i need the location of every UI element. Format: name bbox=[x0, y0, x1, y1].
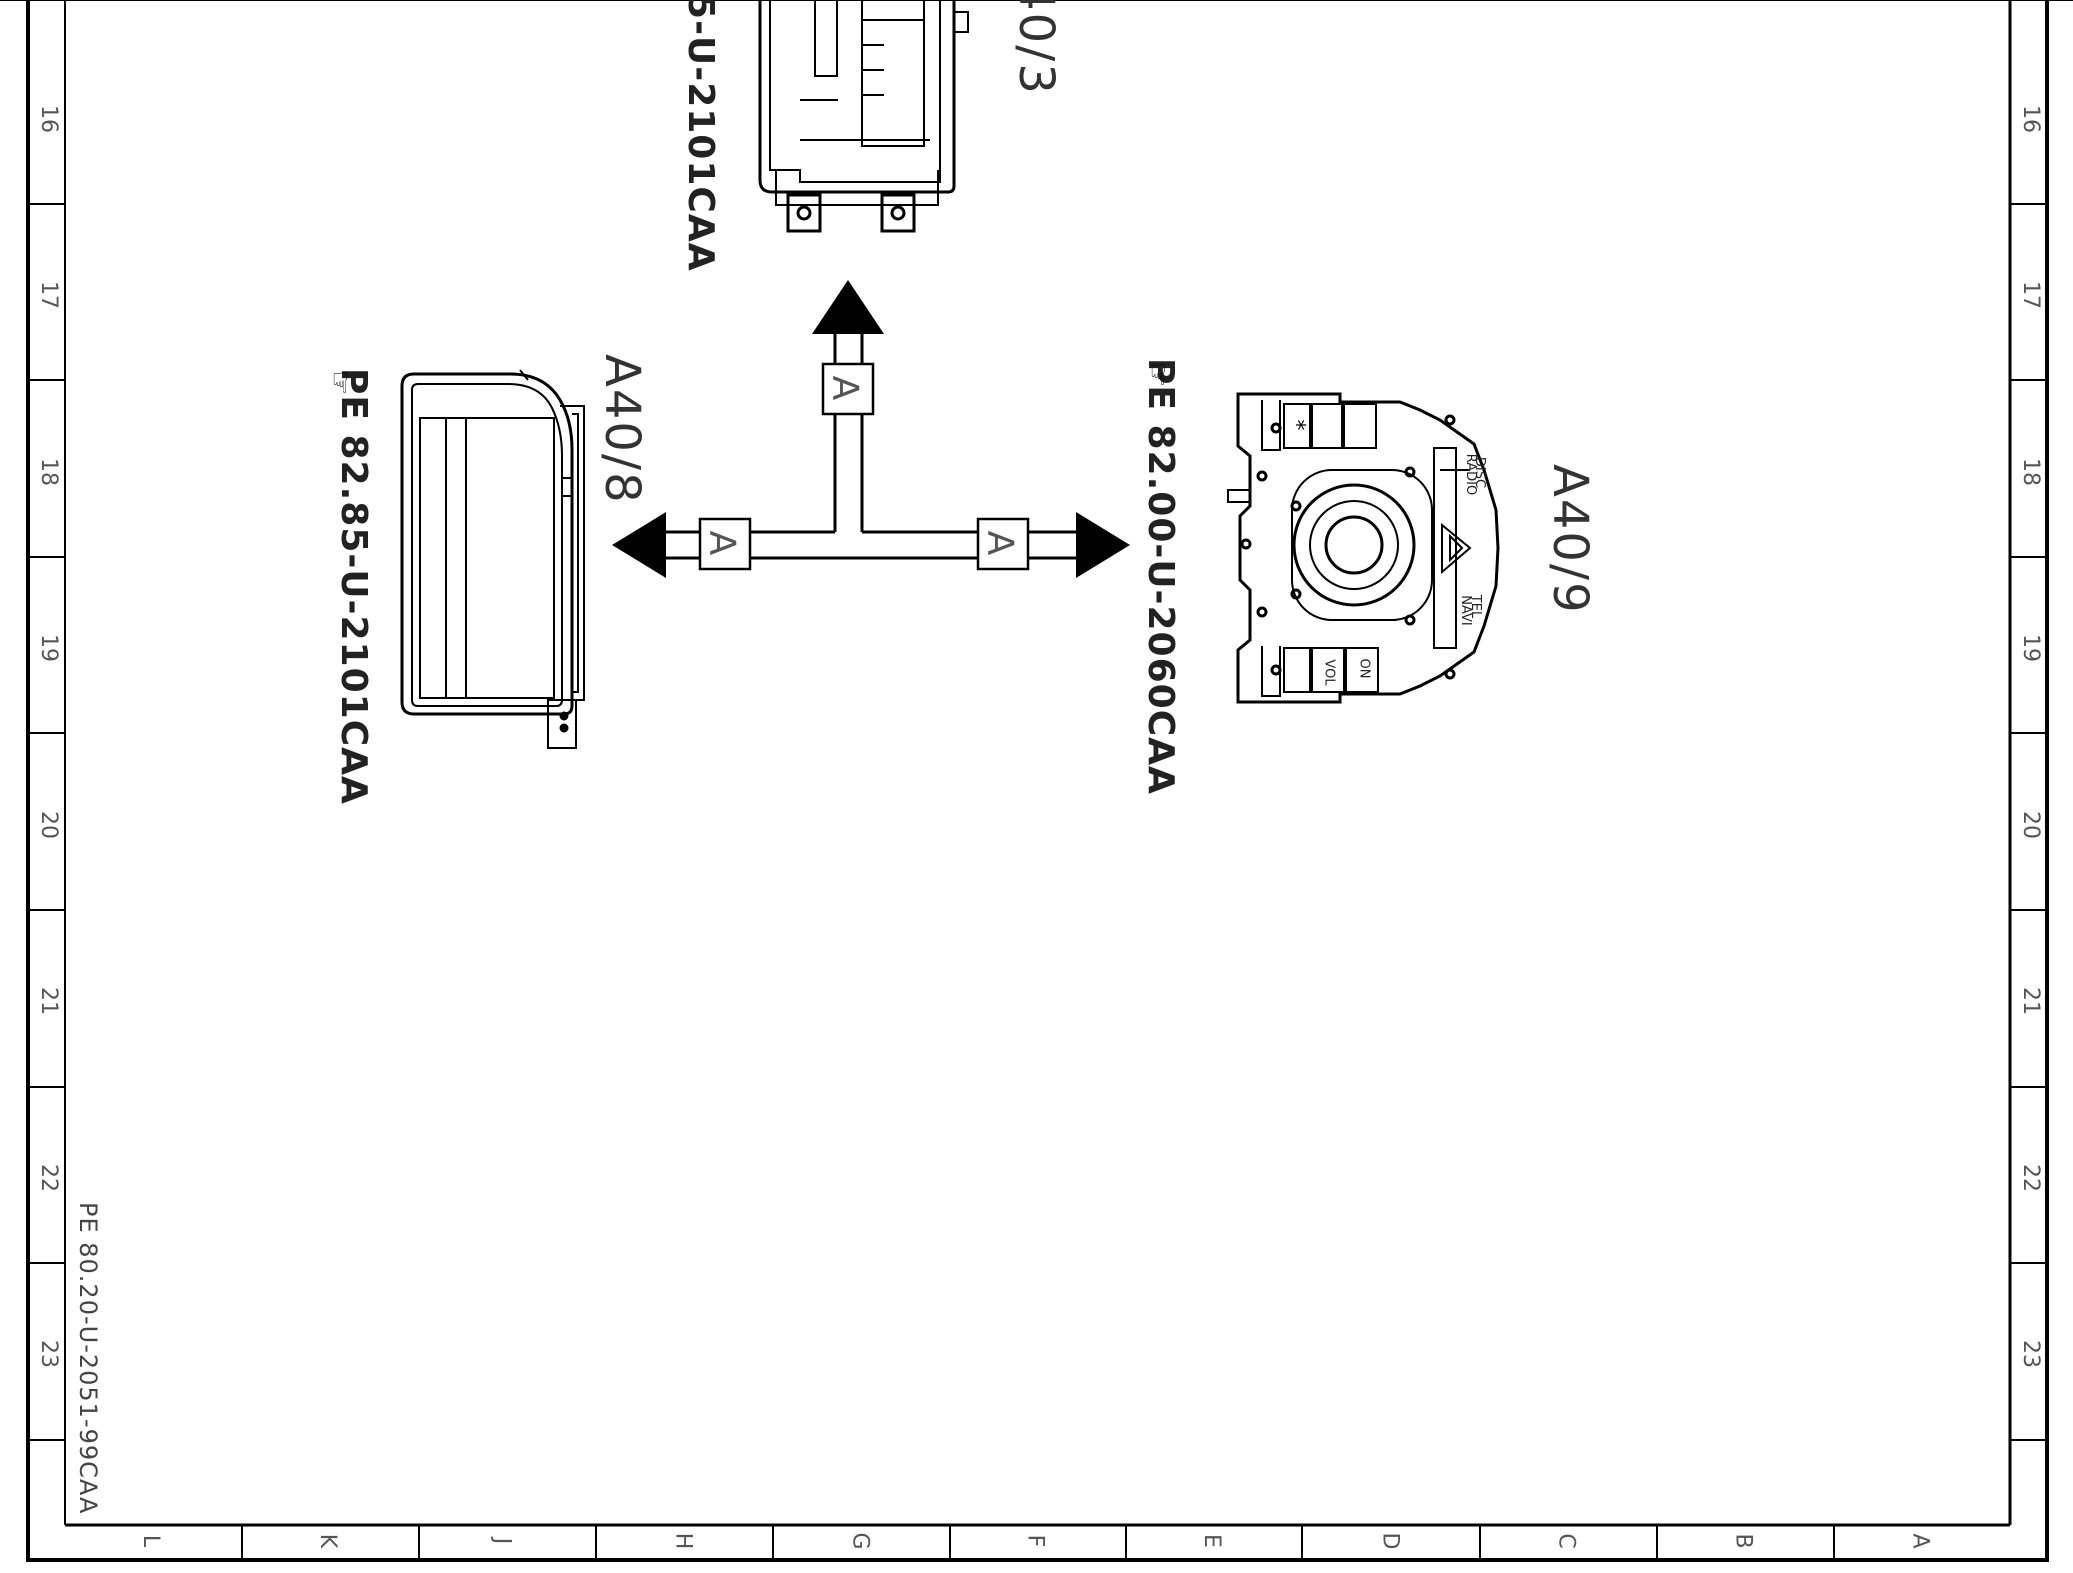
component-top-id: 40/3 bbox=[1007, 0, 1064, 96]
col-label-H: H bbox=[670, 1532, 696, 1550]
tag-box-top bbox=[821, 362, 875, 416]
col-label-D: D bbox=[1377, 1532, 1403, 1550]
col-label-J: J bbox=[489, 1537, 515, 1545]
panel-label-on: ON bbox=[1356, 658, 1372, 679]
row-label-17-left: 17 bbox=[36, 281, 61, 309]
component-top-ref: 85-U-2101CAA bbox=[680, 0, 721, 272]
connector-tag-left: A bbox=[701, 530, 743, 556]
connector-tags bbox=[698, 362, 1030, 571]
arrow-up bbox=[812, 280, 884, 334]
outer-frame bbox=[26, 0, 2049, 1562]
panel-label-radio: RADIO bbox=[1463, 453, 1479, 496]
panel-label-star: * bbox=[1283, 419, 1309, 431]
arrow-left bbox=[612, 512, 666, 578]
row-label-19-right: 19 bbox=[2018, 634, 2043, 662]
row-label-17-right: 17 bbox=[2018, 281, 2043, 309]
component-left-ref: PE 82.85-U-2101CAA bbox=[333, 368, 374, 805]
row-label-20-left: 20 bbox=[36, 811, 61, 839]
component-top-drawing bbox=[758, 0, 969, 233]
col-label-A: A bbox=[1907, 1533, 1933, 1549]
document-code: PE 80.20-U-2051-99CAA bbox=[74, 1202, 102, 1515]
row-label-21-left: 21 bbox=[36, 987, 61, 1015]
pointing-hand-icon-right: ☞ bbox=[1143, 361, 1175, 388]
connector-tag-top: A bbox=[824, 375, 866, 401]
row-label-18-right: 18 bbox=[2018, 458, 2043, 486]
component-right-ref: PE 82.00-U-2060CAA bbox=[1140, 358, 1181, 795]
row-ticks bbox=[28, 203, 2047, 1441]
row-label-22-left: 22 bbox=[36, 1164, 61, 1192]
row-label-19-left: 19 bbox=[36, 634, 61, 662]
column-ticks bbox=[241, 1525, 1835, 1560]
row-label-18-left: 18 bbox=[36, 458, 61, 486]
col-label-C: C bbox=[1553, 1533, 1579, 1549]
col-label-L: L bbox=[138, 1534, 164, 1548]
tag-box-left bbox=[698, 517, 752, 571]
pointing-hand-icon-left: ☞ bbox=[325, 369, 357, 396]
arrowheads bbox=[612, 280, 1130, 578]
row-label-16-right: 16 bbox=[2018, 105, 2043, 133]
row-label-21-right: 21 bbox=[2018, 987, 2043, 1015]
connector-tag-right: A bbox=[979, 530, 1021, 556]
col-label-G: G bbox=[847, 1532, 873, 1550]
component-right-id: A40/9 bbox=[1542, 464, 1598, 615]
arrow-right bbox=[1076, 512, 1130, 578]
row-label-20-right: 20 bbox=[2018, 811, 2043, 839]
col-label-B: B bbox=[1730, 1533, 1756, 1549]
component-right-drawing bbox=[1227, 392, 1500, 704]
component-left-id: A40/8 bbox=[594, 354, 650, 505]
row-label-23-left: 23 bbox=[36, 1340, 61, 1368]
row-label-16-left: 16 bbox=[36, 105, 61, 133]
col-label-F: F bbox=[1022, 1534, 1048, 1548]
component-left-drawing bbox=[400, 369, 585, 749]
row-label-22-right: 22 bbox=[2018, 1164, 2043, 1192]
panel-label-navi: NAVI bbox=[1457, 595, 1473, 626]
tag-box-right bbox=[976, 517, 1030, 571]
panel-label-vol: VOL bbox=[1321, 659, 1337, 686]
row-label-23-right: 23 bbox=[2018, 1340, 2043, 1368]
col-label-E: E bbox=[1198, 1534, 1224, 1548]
col-label-K: K bbox=[315, 1533, 341, 1549]
